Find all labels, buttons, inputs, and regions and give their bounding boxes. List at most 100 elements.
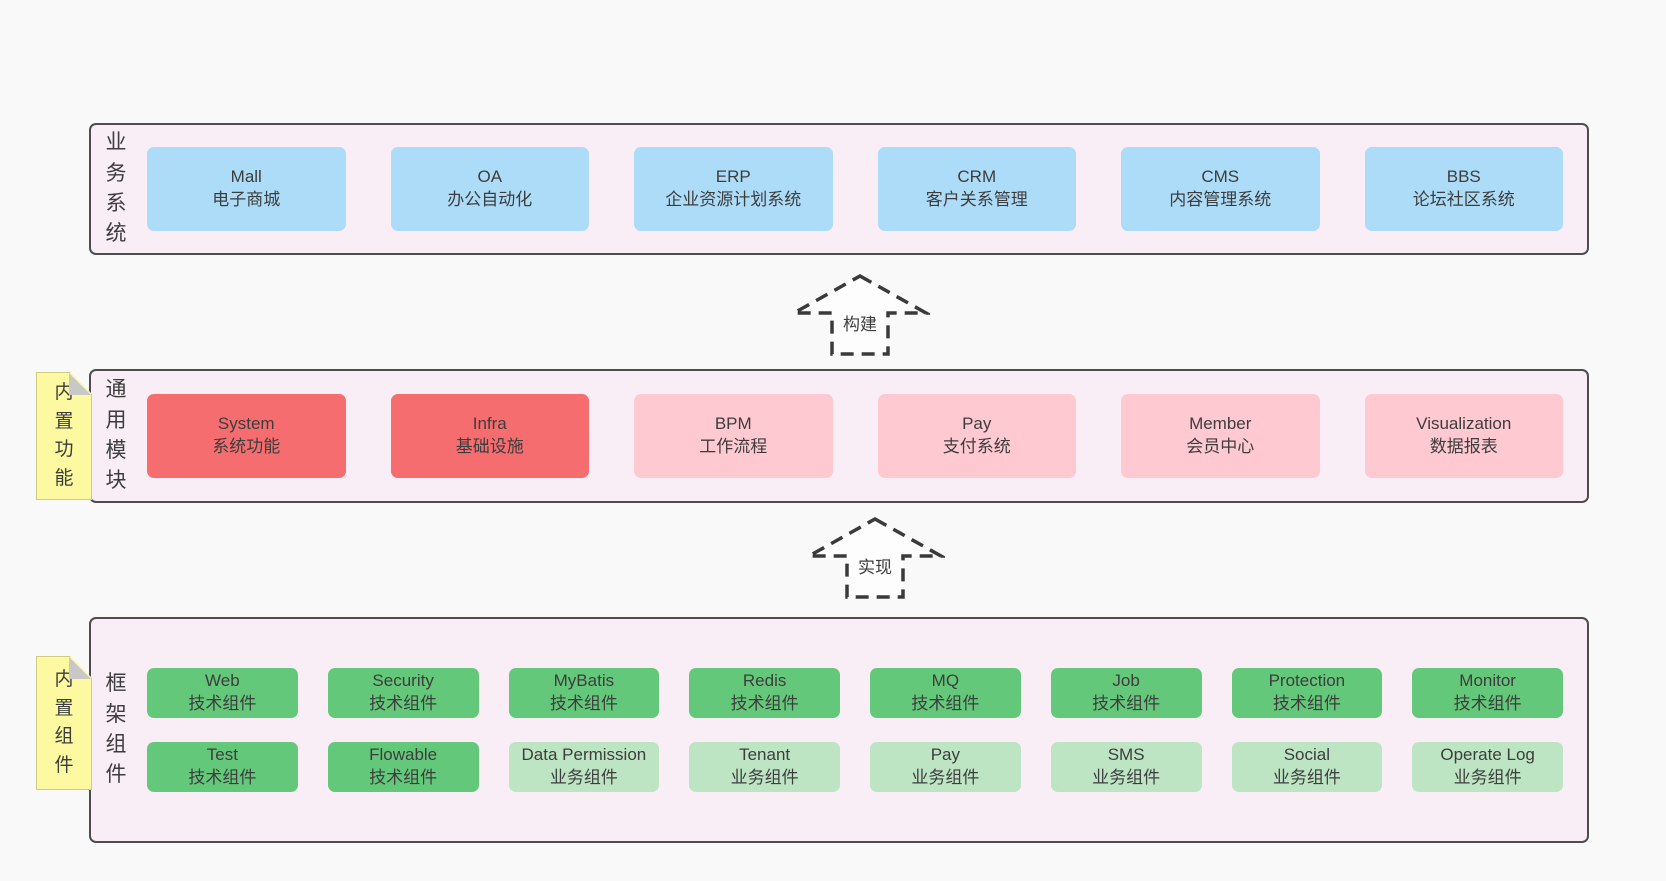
box-title: Tenant [739, 745, 791, 764]
box-subtitle: 技术组件 [369, 694, 438, 714]
box-subtitle: 内容管理系统 [1169, 190, 1272, 209]
box-title: Member [1189, 414, 1252, 434]
box-infra: Infra 基础设施 [390, 394, 589, 478]
box-title: CRM [957, 167, 997, 187]
box-title: CMS [1201, 167, 1240, 187]
box-title: BBS [1446, 167, 1481, 187]
box-mybatis: MyBatis 技术组件 [508, 668, 660, 718]
box-subtitle: 支付系统 [942, 437, 1011, 456]
box-monitor: Monitor 技术组件 [1412, 668, 1563, 718]
box-title: Monitor [1459, 671, 1516, 691]
implement-arrow-label: 实现 [858, 558, 892, 577]
box-subtitle: 电子商城 [212, 190, 281, 209]
box-visualization: Visualization 数据报表 [1364, 394, 1563, 478]
box-subtitle: 客户关系管理 [925, 190, 1028, 209]
box-title: Redis [742, 671, 787, 691]
business-systems-label: 业务系统 [105, 131, 127, 246]
box-title: System [217, 414, 275, 434]
box-title: BPM [714, 414, 752, 434]
box-title: Operate Log [1440, 745, 1535, 764]
box-title: Infra [472, 414, 507, 434]
box-test: Test 技术组件 [147, 742, 298, 792]
box-title: Protection [1268, 671, 1346, 691]
box-subtitle: 技术组件 [188, 767, 257, 787]
box-title: Pay [930, 745, 961, 764]
box-subtitle: 业务组件 [549, 767, 618, 787]
box-subtitle: 技术组件 [1272, 694, 1341, 714]
box-subtitle: 技术组件 [369, 767, 438, 787]
box-subtitle: 业务组件 [1453, 767, 1522, 787]
box-social: Social 业务组件 [1231, 742, 1383, 792]
box-title: MQ [931, 671, 960, 691]
box-mall: Mall 电子商城 [147, 147, 346, 231]
box-subtitle: 论坛社区系统 [1412, 190, 1515, 209]
common-modules-panel: 通用模块 System 系统功能 Infra 基础设施 BPM 工作流程 Pay… [89, 369, 1589, 503]
box-title: Visualization [1416, 414, 1512, 434]
dashed-up-arrow-icon [790, 273, 930, 356]
box-subtitle: 工作流程 [699, 437, 768, 456]
box-flowable: Flowable 技术组件 [327, 742, 479, 792]
box-subtitle: 会员中心 [1186, 437, 1255, 456]
box-title: Web [205, 671, 240, 691]
box-web: Web 技术组件 [147, 668, 298, 718]
box-operate-log: Operate Log 业务组件 [1412, 742, 1563, 792]
box-subtitle: 技术组件 [1453, 694, 1522, 714]
box-sms: SMS 业务组件 [1050, 742, 1202, 792]
framework-components-row-2: Test 技术组件 Flowable 技术组件 Data Permission … [147, 742, 1587, 792]
box-subtitle: 技术组件 [549, 694, 618, 714]
box-subtitle: 技术组件 [188, 694, 257, 714]
box-mq: MQ 技术组件 [870, 668, 1021, 718]
framework-components-panel: 框架组件 Web 技术组件 Security 技术组件 MyBatis 技术组件… [89, 617, 1589, 843]
build-arrow: 构建 [790, 273, 930, 357]
box-title: Pay [962, 414, 992, 434]
box-title: Security [372, 671, 434, 691]
box-security: Security 技术组件 [327, 668, 479, 718]
box-system: System 系统功能 [147, 394, 346, 478]
box-pay-module: Pay 支付系统 [877, 394, 1076, 478]
box-title: SMS [1107, 745, 1145, 764]
box-title: OA [477, 167, 503, 187]
framework-components-row-1: Web 技术组件 Security 技术组件 MyBatis 技术组件 Redi… [147, 668, 1587, 718]
built-in-features-note-text: 内置功能 [54, 382, 74, 489]
built-in-components-note-text: 内置组件 [54, 669, 74, 776]
dashed-up-arrow-icon [805, 516, 945, 599]
box-title: MyBatis [553, 671, 615, 691]
box-subtitle: 系统功能 [212, 437, 281, 456]
box-title: Social [1283, 745, 1331, 764]
box-bpm: BPM 工作流程 [634, 394, 833, 478]
box-redis: Redis 技术组件 [689, 668, 840, 718]
box-pay-component: Pay 业务组件 [870, 742, 1021, 792]
box-subtitle: 技术组件 [730, 694, 799, 714]
box-title: ERP [715, 167, 751, 187]
box-crm: CRM 客户关系管理 [877, 147, 1076, 231]
built-in-components-note: 内置组件 [36, 656, 92, 790]
box-subtitle: 业务组件 [911, 767, 980, 787]
box-oa: OA 办公自动化 [390, 147, 589, 231]
box-subtitle: 技术组件 [911, 694, 980, 714]
build-arrow-label: 构建 [843, 315, 877, 334]
box-protection: Protection 技术组件 [1231, 668, 1383, 718]
box-bbs: BBS 论坛社区系统 [1364, 147, 1563, 231]
box-title: Data Permission [521, 745, 647, 764]
framework-components-rows: Web 技术组件 Security 技术组件 MyBatis 技术组件 Redi… [147, 668, 1587, 792]
business-systems-row: Mall 电子商城 OA 办公自动化 ERP 企业资源计划系统 CRM 客户关系… [147, 147, 1587, 231]
folded-corner-icon [69, 373, 91, 395]
box-tenant: Tenant 业务组件 [689, 742, 840, 792]
implement-arrow: 实现 [805, 516, 945, 600]
box-subtitle: 技术组件 [1092, 694, 1161, 714]
box-subtitle: 基础设施 [455, 437, 524, 456]
box-data-permission: Data Permission 业务组件 [508, 742, 660, 792]
box-subtitle: 企业资源计划系统 [665, 190, 802, 209]
box-title: Job [1112, 671, 1140, 691]
box-title: Test [206, 745, 238, 764]
box-member: Member 会员中心 [1121, 394, 1320, 478]
box-subtitle: 办公自动化 [447, 190, 533, 209]
built-in-features-note: 内置功能 [36, 372, 92, 500]
common-modules-label: 通用模块 [105, 378, 127, 493]
folded-corner-icon [69, 657, 91, 679]
common-modules-row: System 系统功能 Infra 基础设施 BPM 工作流程 Pay 支付系统… [147, 394, 1587, 478]
box-subtitle: 业务组件 [1092, 767, 1161, 787]
box-cms: CMS 内容管理系统 [1121, 147, 1320, 231]
box-subtitle: 业务组件 [1272, 767, 1341, 787]
